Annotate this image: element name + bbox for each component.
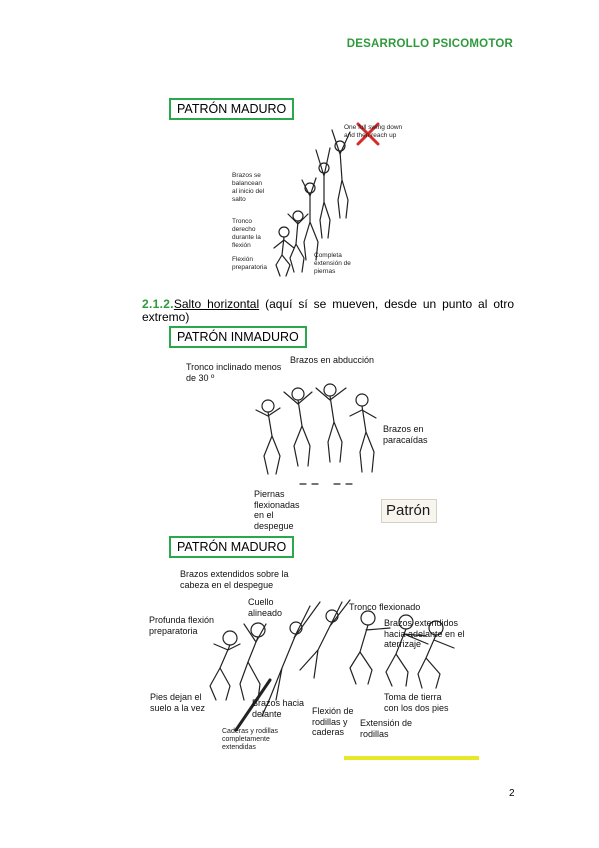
label-deep-flexion: Profunda flexión preparatoria xyxy=(149,615,215,636)
label-neck-aligned: Cuello alineado xyxy=(248,597,283,618)
patron-fragment: Patrón xyxy=(381,499,437,523)
label-arms-forward: Brazos hacia delante xyxy=(252,698,305,719)
label-leg-extension: Completa extensión de piernas xyxy=(314,252,351,275)
label-arms-swing: Brazos se balancean al inicio del salto xyxy=(232,172,265,203)
label-hips-knees: Caderas y rodillas completamente extendi… xyxy=(222,728,279,751)
section-text: (aquí sí se mueven, desde un punto al ot… xyxy=(142,297,515,324)
label-trunk-flexed: Tronco flexionado xyxy=(349,602,421,612)
section-2-1-2: 2.1.2.Salto horizontal (aquí sí se mueve… xyxy=(142,298,514,324)
patron-maduro-box-2: PATRÓN MADURO xyxy=(169,536,295,558)
patron-maduro-box-1: PATRÓN MADURO xyxy=(169,98,295,120)
vertical-jump-illustration xyxy=(273,122,380,277)
page-number: 2 xyxy=(509,788,515,799)
label-trunk-straight: Tronco derecho durante la flexión xyxy=(232,218,261,249)
label-arms-over-head: Brazos extendidos sobre la cabeza en el … xyxy=(180,569,289,590)
label-arms-parachute: Brazos en paracaídas xyxy=(383,424,428,445)
yellow-bar xyxy=(344,756,479,760)
label-knee-flexion: Flexión de rodillas y caderas xyxy=(312,706,354,737)
label-prep-flexion: Flexión preparatoria xyxy=(232,256,268,271)
label-knee-extension: Extensión de rodillas xyxy=(360,718,413,739)
label-top-right: One full swing down and then reach up xyxy=(344,124,403,139)
patron-inmaduro-box: PATRÓN INMADURO xyxy=(169,326,307,348)
label-trunk-inclined: Tronco inclinado menos de 30 º xyxy=(186,362,282,383)
horizontal-jump-immature-illustration xyxy=(255,383,377,485)
section-title: Salto horizontal xyxy=(173,297,260,311)
label-arms-abduction: Brazos en abducción xyxy=(290,355,375,365)
label-legs-flexed: Piernas flexionadas en el despegue xyxy=(254,489,300,531)
horizontal-jump-mature-illustration xyxy=(209,599,455,732)
label-feet-leave: Pies dejan el suelo a la vez xyxy=(150,692,206,713)
label-arms-forward-landing: Brazos extendidos hacia adelante en el a… xyxy=(384,618,465,649)
section-number: 2.1.2. xyxy=(142,297,174,311)
label-landing: Toma de tierra con los dos pies xyxy=(384,692,449,713)
header-title: DESARROLLO PSICOMOTOR xyxy=(346,38,513,50)
